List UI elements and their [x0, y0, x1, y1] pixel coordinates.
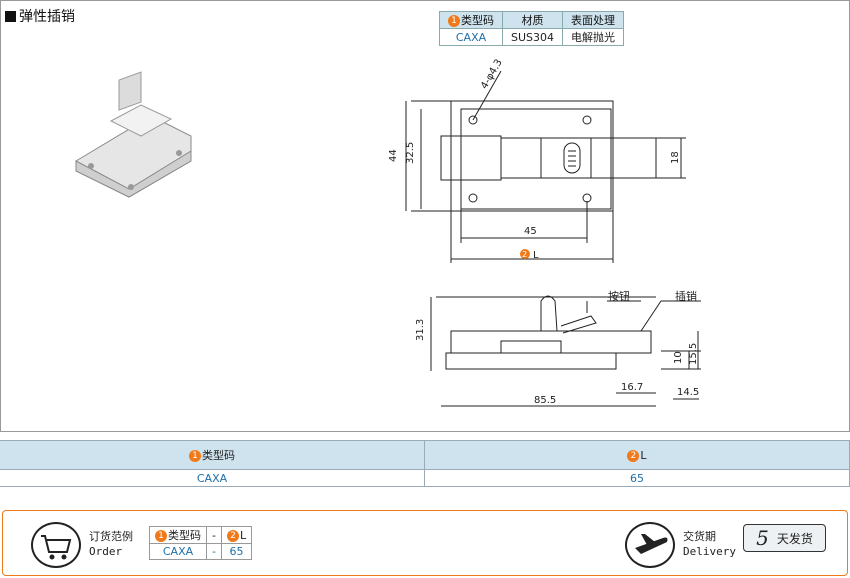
order-label-cn: 订货范例: [89, 530, 133, 543]
side-view: [430, 295, 701, 407]
dim-31-3: 31.3: [415, 319, 426, 341]
dim-18: 18: [670, 151, 681, 164]
delivery-label: 交货期 Delivery: [683, 529, 736, 559]
dim-14-5: 14.5: [677, 387, 699, 398]
order-label-en: Order: [89, 545, 123, 558]
delivery-label-cn: 交货期: [683, 530, 716, 543]
dim-85-5: 85.5: [534, 395, 556, 406]
table-row: CAXA 65: [0, 470, 850, 487]
number-badge-icon: 1: [189, 450, 201, 462]
number-badge-icon: 2: [226, 529, 239, 542]
page-title: 弹性插销: [19, 9, 75, 25]
spec-value-material: SUS304: [501, 28, 564, 46]
number-badge-icon: 2: [522, 250, 527, 259]
cell-L: 65: [425, 470, 850, 486]
section-title: 弹性插销: [5, 6, 75, 26]
label-pin: 插销: [675, 289, 697, 303]
order-v-type: CAXA: [149, 543, 207, 560]
cart-icon: [31, 522, 81, 568]
dim-15-5: 15.5: [688, 343, 699, 365]
cell-type: CAXA: [0, 470, 425, 486]
order-label: 订货范例 Order: [89, 529, 133, 559]
airplane-icon: [625, 522, 675, 568]
delivery-label-en: Delivery: [683, 545, 736, 558]
spec-value-finish: 电解抛光: [562, 28, 625, 46]
dim-L: L: [533, 250, 539, 261]
number-badge-icon: 1: [448, 15, 460, 27]
dim-10: 10: [673, 351, 684, 364]
dim-16-7: 16.7: [621, 382, 643, 393]
delivery-text: 天发货: [776, 531, 813, 546]
spec-value-type: CAXA: [439, 28, 503, 46]
top-view: [405, 70, 686, 263]
number-badge-icon: 1: [155, 530, 167, 542]
label-button: 按钮: [608, 289, 630, 303]
title-square-icon: [5, 10, 16, 22]
order-v-L: 65: [220, 543, 253, 560]
number-badge-icon: 2: [627, 450, 640, 462]
technical-drawing: 4-φ4.3 44 32.5 18 45 2 L: [75, 58, 701, 407]
spec-header-finish: 表面处理: [562, 11, 625, 29]
dim-45: 45: [524, 226, 537, 237]
dim-32-5: 32.5: [405, 142, 416, 164]
product-image: [75, 71, 192, 198]
order-v-sep: -: [206, 543, 222, 560]
delivery-badge: 5 天发货: [743, 524, 826, 552]
delivery-days: 5: [756, 526, 769, 550]
order-h-sep: -: [206, 526, 222, 544]
dim-44: 44: [388, 149, 399, 162]
